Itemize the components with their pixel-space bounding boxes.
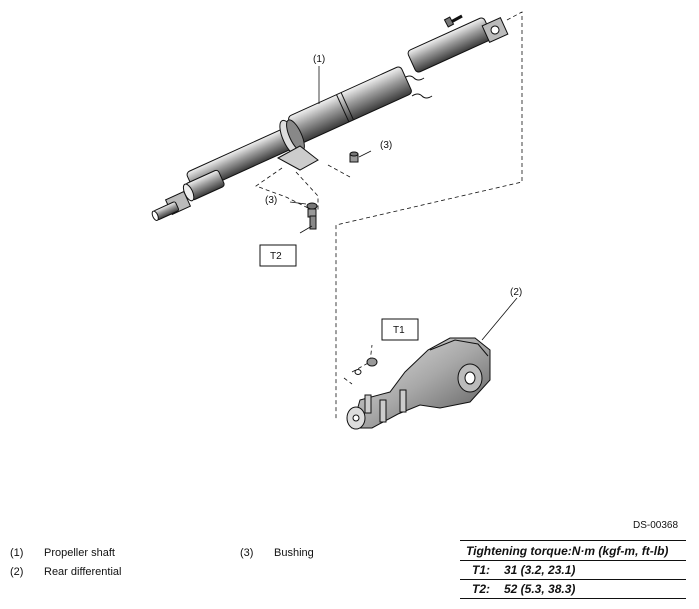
propeller-shaft (151, 14, 509, 221)
torque-row-t2: T2: 52 (5.3, 38.3) (460, 580, 686, 599)
bushing-upper (349, 151, 359, 163)
bushing-lower (306, 202, 318, 218)
torque-key: T2: (472, 582, 490, 596)
legend-item-2: (2) Rear differential (10, 566, 121, 578)
legend-number: (1) (10, 547, 24, 559)
rear-differential (346, 337, 491, 430)
legend-item-1: (1) Propeller shaft (10, 547, 115, 559)
callout-leaders (289, 66, 518, 341)
rear-flange-bolt (443, 14, 463, 28)
legend-number: (3) (240, 547, 254, 559)
callout-3-upper: (3) (380, 140, 392, 151)
torque-table-header: Tightening torque:N·m (kgf-m, ft-lb) (460, 540, 686, 561)
torque-row-t1: T1: 31 (3.2, 23.1) (460, 561, 686, 580)
svg-text:T2: T2 (270, 251, 282, 262)
callout-3-lower: (3) (265, 195, 277, 206)
diagram-code: DS-00368 (633, 520, 679, 531)
svg-text:T1: T1 (393, 325, 405, 336)
torque-key: T1: (472, 563, 490, 577)
torque-value: 52 (5.3, 38.3) (504, 582, 576, 596)
legend-item-3: (3) Bushing (240, 547, 314, 559)
torque-box-t2: T2 (259, 244, 297, 267)
torque-table: Tightening torque:N·m (kgf-m, ft-lb) T1:… (460, 540, 686, 599)
exploded-view-diagram: (1) (3) (3) (2) T2 T1 (151, 11, 523, 430)
legend-label: Rear differential (44, 566, 122, 578)
torque-box-t1: T1 (381, 318, 419, 341)
legend-number: (2) (10, 566, 24, 578)
legend-label: Bushing (274, 547, 314, 559)
torque-value: 31 (3.2, 23.1) (504, 563, 576, 577)
callout-1: (1) (313, 54, 325, 65)
bolt-t2 (309, 215, 317, 230)
legend-label: Propeller shaft (44, 547, 115, 559)
callout-2: (2) (510, 287, 522, 298)
